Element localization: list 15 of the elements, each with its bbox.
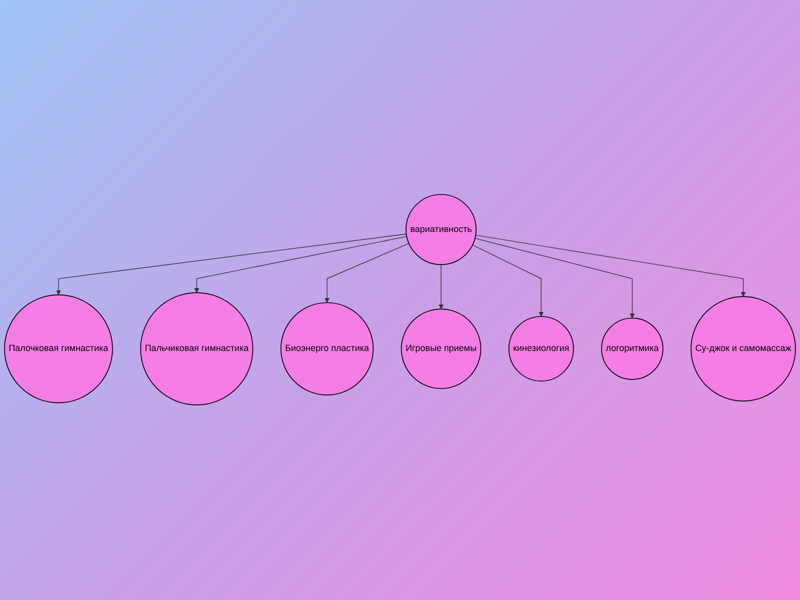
arrow: [56, 234, 407, 296]
node-circle: кинезиология: [508, 316, 574, 382]
arrow: [194, 236, 408, 294]
arrow: [324, 243, 410, 304]
arrow: [475, 235, 746, 298]
node-circle: Игровые приемы: [400, 308, 482, 390]
arrow: [472, 244, 544, 317]
arrow: [474, 238, 635, 319]
node-circle: Пальчиковая гимнастика: [140, 292, 254, 406]
node-circle: вариативность: [406, 194, 477, 266]
node-circle: логоритмика: [601, 318, 664, 380]
arrow: [438, 264, 444, 310]
node-circle: Палочковая гимнастика: [4, 294, 113, 404]
node-circle: Биоэнерго пластика: [280, 302, 374, 396]
node-circle: Су-джок и самомассаж: [690, 296, 796, 402]
